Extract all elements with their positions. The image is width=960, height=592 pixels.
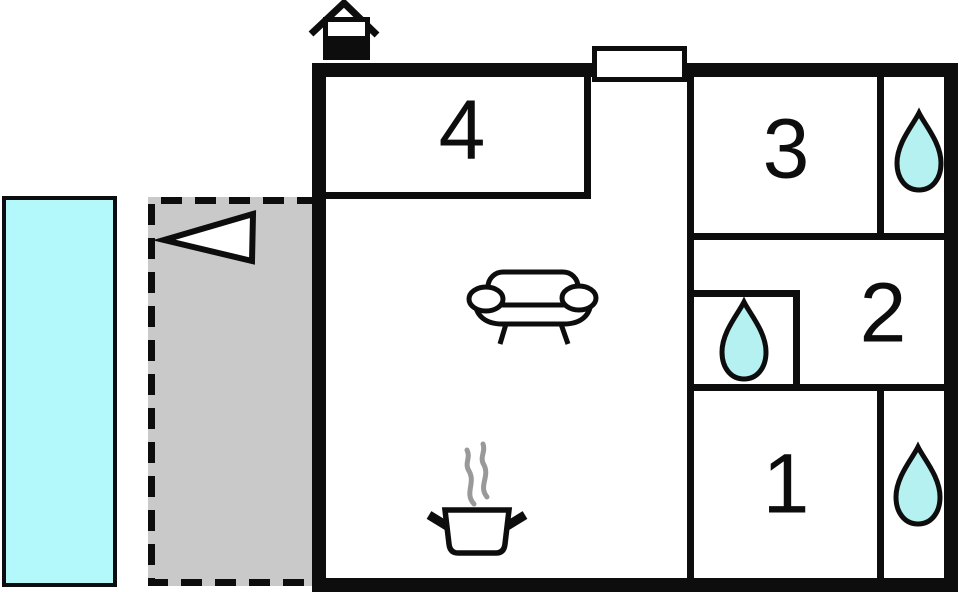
room3-label: 3	[762, 101, 810, 196]
house-outer-wall	[312, 63, 958, 592]
wall-bath2-top	[694, 290, 800, 297]
terrace-dashed-border	[148, 197, 318, 586]
wall-room2-room1	[694, 384, 944, 391]
wall-room3-room2	[694, 233, 944, 240]
sofa-icon	[466, 269, 599, 345]
wall-bath3-left	[877, 77, 884, 240]
fireplace-chimney-icon	[308, 0, 380, 60]
water-droplet-icon-bath2	[719, 296, 769, 382]
water-droplet-icon-bath1	[893, 441, 943, 527]
entrance-arrow-icon	[152, 209, 257, 265]
wall-core-vertical	[687, 77, 694, 578]
swimming-pool	[2, 196, 117, 587]
room2-label: 2	[859, 265, 907, 360]
wall-bath2-right	[793, 290, 800, 391]
wall-room4-right	[584, 77, 591, 199]
cooking-pot-steam-icon	[426, 441, 528, 556]
water-droplet-icon-bath3	[894, 107, 944, 193]
entrance-door	[592, 46, 687, 82]
wall-bath1-left	[877, 384, 884, 578]
wall-room4-bottom	[326, 192, 591, 199]
room4-label: 4	[438, 82, 486, 177]
room1-label: 1	[762, 436, 810, 531]
terrace-area	[148, 197, 318, 586]
